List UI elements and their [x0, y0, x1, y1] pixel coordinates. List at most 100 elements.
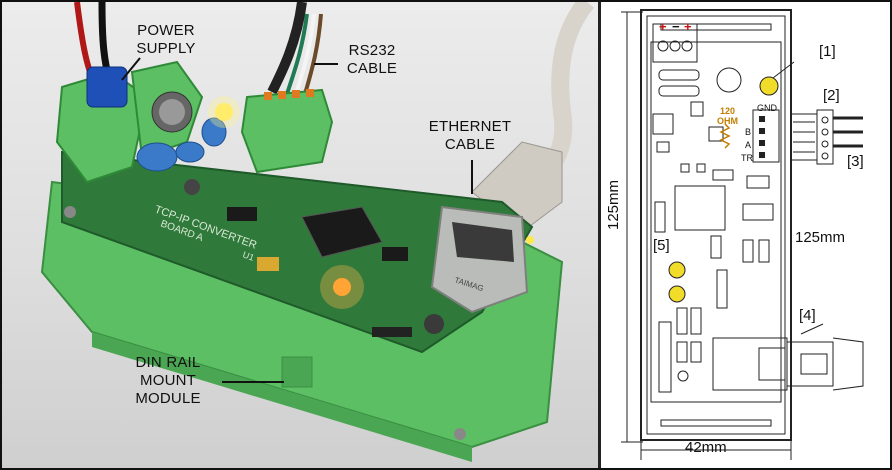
rs485-pin-2: [759, 128, 765, 134]
brown-wire: [303, 13, 323, 95]
connector-screw-4: [821, 152, 829, 160]
callout-3-label: [3]: [847, 153, 864, 170]
crystal-component: [257, 257, 279, 271]
status-led: [333, 278, 351, 296]
pcb-outline: [650, 41, 782, 403]
small-capacitor: [184, 179, 200, 195]
component-small-6: [712, 169, 734, 181]
diagram-drawing: [621, 9, 864, 460]
callout-5-label: [5]: [653, 237, 670, 254]
green-wire: [285, 13, 309, 95]
power-led: [215, 103, 233, 121]
component-small-1: [690, 101, 704, 117]
callout-1-line: [772, 61, 795, 79]
terminal-a-label: A: [745, 140, 752, 150]
rs232-cable-jacket: [267, 2, 307, 95]
board-illustration: TCP-IP CONVERTER BOARD A U1 TAIMAG: [40, 2, 595, 462]
component-rect-1: [658, 69, 700, 81]
status-led-glow: [320, 265, 364, 309]
component-block: [742, 203, 774, 221]
rs232-pin-3: [292, 90, 300, 98]
depth-dimension-label: 125mm: [795, 229, 846, 246]
housing-outline: [640, 9, 792, 441]
power-supply-label: POWER SUPPLY: [136, 22, 196, 57]
component-circle-small: [677, 370, 689, 382]
din-rail-edge: [92, 332, 472, 462]
connector-housing: [816, 109, 834, 165]
external-connector: [790, 113, 818, 161]
component-tall-1: [710, 235, 722, 259]
rs232-cable-label: RS232 CABLE: [346, 42, 398, 77]
component-rect-2: [658, 85, 700, 97]
width-dimension-label: 42mm: [685, 439, 727, 456]
component-small-3: [656, 141, 670, 153]
component-tall-8: [690, 341, 702, 363]
callout-1-label: [1]: [819, 43, 836, 60]
product-photo: TCP-IP CONVERTER BOARD A U1 TAIMAG POWER…: [2, 2, 598, 468]
small-ic-1: [382, 247, 408, 261]
component-small-5: [696, 163, 706, 173]
power-minus: −: [672, 19, 680, 34]
component-small-7: [746, 175, 770, 189]
connector-screw-2: [821, 128, 829, 136]
power-led-glow: [208, 96, 240, 128]
rs232-pin-1: [264, 92, 272, 100]
power-screw-2: [669, 40, 681, 52]
white-wire: [294, 13, 316, 95]
resistor-value-label: 120 OHM: [717, 106, 738, 126]
housing-inner: [646, 15, 786, 435]
main-ic-outline: [674, 185, 726, 231]
rs232-pin-2: [278, 91, 286, 99]
rj45-port-opening: [452, 222, 514, 262]
power-terminal-outline: [652, 23, 698, 63]
power-plus-2: +: [684, 19, 692, 34]
dimension-diagram: [1] [2] [3] [4] [5] 125mm 42mm 125mm GND…: [601, 2, 890, 468]
terminal-gnd-label: GND: [757, 103, 777, 113]
ethernet-cable-label: ETHERNET CABLE: [428, 118, 512, 153]
rs485-pin-4: [759, 152, 765, 158]
component-tall-6: [690, 307, 702, 335]
header-pins: [372, 327, 412, 337]
ceramic-capacitor-2: [175, 141, 205, 163]
terminal-tr-label: TR: [741, 153, 753, 163]
ceramic-capacitor-1: [136, 142, 178, 172]
power-plus-1: +: [659, 19, 667, 34]
terminal-b-label: B: [745, 127, 752, 137]
small-ic-2: [227, 207, 257, 221]
rj45-jack-outline: [712, 337, 788, 391]
rj45-plug-clip: [800, 353, 828, 375]
component-tall-5: [676, 307, 688, 335]
led-3: [668, 285, 686, 303]
callout-2-label: [2]: [823, 87, 840, 104]
rs485-pin-1: [759, 116, 765, 122]
bottom-rail-slot: [660, 419, 772, 427]
component-column: [654, 201, 666, 233]
component-long: [658, 321, 672, 393]
callout-4-label: [4]: [799, 307, 816, 324]
board-silkscreen-u1: U1: [241, 249, 255, 262]
component-square-1: [652, 113, 674, 135]
panel-divider: [598, 2, 601, 468]
power-supply-pointer: [121, 57, 141, 81]
rj45-plug: [787, 341, 834, 387]
led-1: [759, 76, 779, 96]
height-dimension-label: 125mm: [605, 179, 622, 230]
din-rail-label: DIN RAIL MOUNT MODULE: [135, 354, 201, 407]
component-tall-4: [716, 269, 728, 309]
rs485-terminal: [752, 109, 780, 163]
top-rail-slot: [660, 23, 772, 31]
component-small-2: [708, 126, 724, 142]
capacitor-top: [159, 99, 185, 125]
component-tall-3: [758, 239, 770, 263]
inductor: [424, 314, 444, 334]
power-screw-1: [657, 40, 669, 52]
connector-screw-3: [821, 140, 829, 148]
rj45-opening: [758, 347, 786, 381]
rs232-terminal-block: [240, 88, 334, 174]
led-2: [668, 261, 686, 279]
component-small-4: [680, 163, 690, 173]
din-clip: [281, 356, 313, 388]
callout-4-line: [800, 323, 824, 335]
blue-crimp-connector: [86, 66, 128, 108]
